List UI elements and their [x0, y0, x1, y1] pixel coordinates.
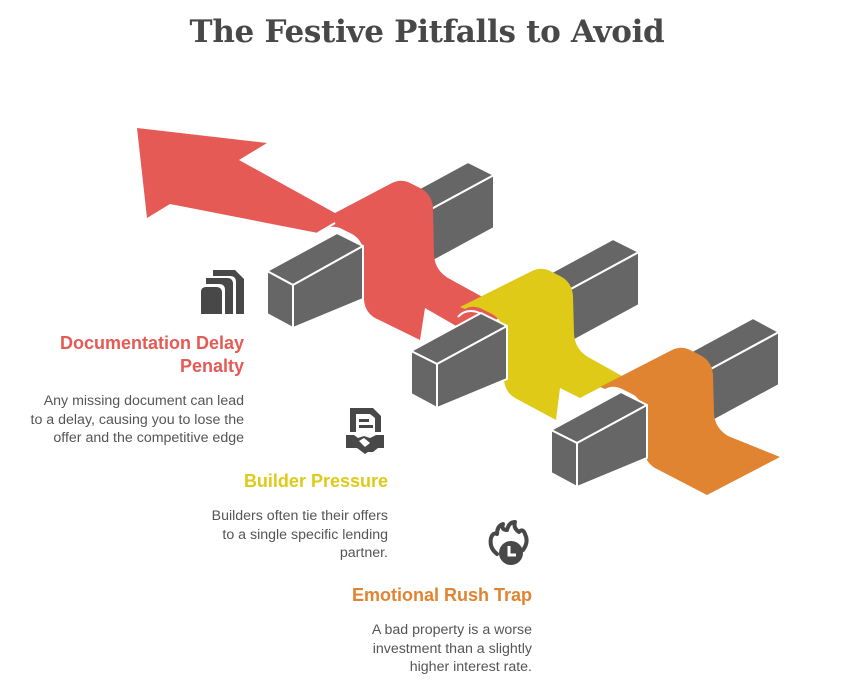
stacked-documents-icon — [201, 270, 244, 314]
bar-3-front — [550, 388, 648, 488]
bar-2-front — [410, 309, 508, 409]
contract-handshake-icon — [346, 408, 384, 454]
item-2-heading: Builder Pressure — [243, 471, 388, 491]
flame-clock-icon — [488, 520, 529, 565]
item-3-text: Emotional Rush Trap A bad property is a … — [272, 584, 532, 677]
item-2-text: Builder Pressure Builders often tie thei… — [128, 470, 388, 563]
item-1-heading: Documentation Delay Penalty — [59, 333, 244, 376]
item-3-description: A bad property is a worse investment tha… — [371, 622, 532, 675]
item-2-description: Builders often tie their offers to a sin… — [211, 508, 388, 561]
bar-1-front — [266, 230, 364, 329]
page-title: The Festive Pitfalls to Avoid — [189, 14, 665, 50]
item-1-text: Documentation Delay Penalty Any missing … — [0, 332, 244, 448]
item-1-description: Any missing document can lead to a delay… — [30, 393, 244, 446]
orange-ribbon — [600, 347, 780, 495]
yellow-ribbon — [460, 268, 622, 420]
item-3-heading: Emotional Rush Trap — [351, 585, 532, 605]
red-arrow-ribbon — [137, 128, 510, 340]
